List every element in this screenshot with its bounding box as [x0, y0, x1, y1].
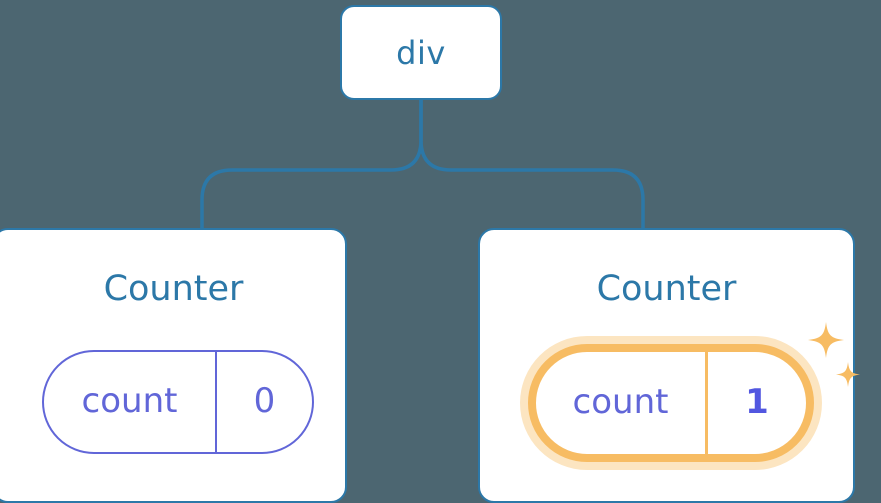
sparkle-large-icon	[808, 322, 844, 358]
node-counter-left[interactable]: Counter count 0	[0, 228, 347, 503]
sparkle-small-icon	[836, 362, 860, 387]
edge-to-right-counter	[419, 98, 645, 230]
sparkle-group	[808, 322, 860, 387]
prop-pill-count-right-wrapper[interactable]: count 1	[520, 336, 822, 470]
prop-value-label: 0	[253, 380, 276, 421]
prop-key-label: count	[44, 352, 217, 452]
edge-to-left-counter	[200, 98, 423, 230]
node-counter-right[interactable]: Counter count 1	[478, 228, 860, 503]
node-counter-right-title: Counter	[596, 269, 737, 309]
node-counter-left-title: Counter	[103, 269, 244, 309]
prop-pill-count-left[interactable]: count 0	[42, 350, 314, 454]
prop-key-label: count	[536, 352, 708, 454]
node-div[interactable]: div	[340, 5, 502, 100]
node-div-label: div	[396, 33, 446, 72]
prop-pill-count-right[interactable]: count 1	[528, 344, 814, 462]
prop-value-label: 1	[745, 381, 769, 422]
